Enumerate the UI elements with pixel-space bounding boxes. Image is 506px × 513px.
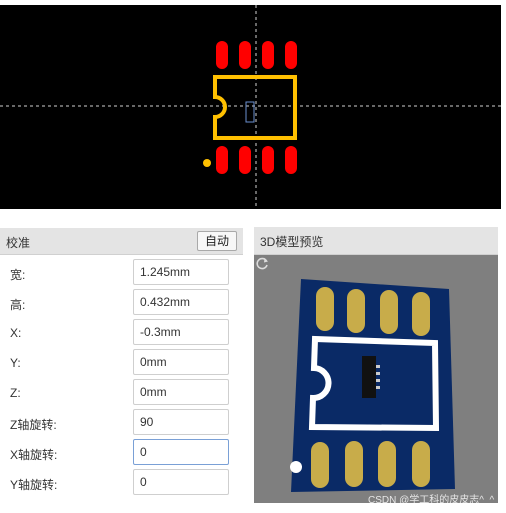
z-input[interactable] xyxy=(133,379,229,405)
3d-model xyxy=(290,279,455,492)
pad xyxy=(380,290,398,334)
chip-pin xyxy=(376,365,380,368)
field-label: 高: xyxy=(10,298,26,312)
chip-pin xyxy=(376,372,380,375)
field-label: Z轴旋转: xyxy=(10,418,57,432)
pad xyxy=(347,289,365,333)
y-rotation-input[interactable] xyxy=(133,469,229,495)
field-height-row: 高: xyxy=(0,288,243,318)
field-label: Y轴旋转: xyxy=(10,478,58,492)
footprint-drawing xyxy=(0,5,501,209)
preview-header: 3D模型预览 xyxy=(254,227,498,255)
field-label: Z: xyxy=(10,386,21,400)
field-y-rotation-row: Y轴旋转: xyxy=(0,468,243,498)
pad xyxy=(412,292,430,336)
pad xyxy=(262,146,274,174)
silkscreen-outline xyxy=(213,75,297,140)
pin1-dot xyxy=(203,159,211,167)
preview-title: 3D模型预览 xyxy=(260,235,324,249)
field-y-row: Y: xyxy=(0,348,243,378)
width-input[interactable] xyxy=(133,259,229,285)
rotate-icon[interactable] xyxy=(254,255,270,271)
pad xyxy=(378,441,396,487)
field-label: Y: xyxy=(10,356,21,370)
preview-panel: 3D模型预览 xyxy=(254,227,498,503)
pad xyxy=(239,146,251,174)
field-z-rotation-row: Z轴旋转: xyxy=(0,408,243,438)
pad xyxy=(311,442,329,488)
pad xyxy=(285,41,297,69)
calibration-header: 校准 自动 xyxy=(0,228,243,255)
pad xyxy=(412,441,430,487)
calibration-panel: 校准 自动 宽: 高: X: Y: Z: Z轴旋转: X轴旋转: Y轴旋转: xyxy=(0,228,243,513)
auto-button[interactable]: 自动 xyxy=(196,231,237,251)
preview-viewport[interactable]: CSDN @学工科的皮皮志^_^ xyxy=(254,255,498,503)
y-input[interactable] xyxy=(133,349,229,375)
silkscreen-outline xyxy=(308,335,440,432)
chip xyxy=(362,356,376,398)
calibration-title: 校准 xyxy=(6,236,31,250)
chip-pin xyxy=(376,379,380,382)
x-input[interactable] xyxy=(133,319,229,345)
component-marker xyxy=(245,101,255,123)
pad xyxy=(285,146,297,174)
pad xyxy=(239,41,251,69)
pad xyxy=(345,441,363,487)
x-rotation-input[interactable] xyxy=(133,439,229,465)
pin1-dot xyxy=(290,461,302,473)
field-label: X轴旋转: xyxy=(10,448,58,462)
height-input[interactable] xyxy=(133,289,229,315)
pad xyxy=(216,146,228,174)
field-width-row: 宽: xyxy=(0,258,243,288)
z-rotation-input[interactable] xyxy=(133,409,229,435)
field-x-rotation-row: X轴旋转: xyxy=(0,438,243,468)
field-label: 宽: xyxy=(10,268,26,282)
pad xyxy=(262,41,274,69)
pad xyxy=(216,41,228,69)
pad xyxy=(316,287,334,331)
field-z-row: Z: xyxy=(0,378,243,408)
chip-pin xyxy=(376,386,380,389)
field-x-row: X: xyxy=(0,318,243,348)
watermark: CSDN @学工科的皮皮志^_^ xyxy=(368,495,495,503)
field-label: X: xyxy=(10,326,22,340)
footprint-canvas[interactable] xyxy=(0,5,501,209)
